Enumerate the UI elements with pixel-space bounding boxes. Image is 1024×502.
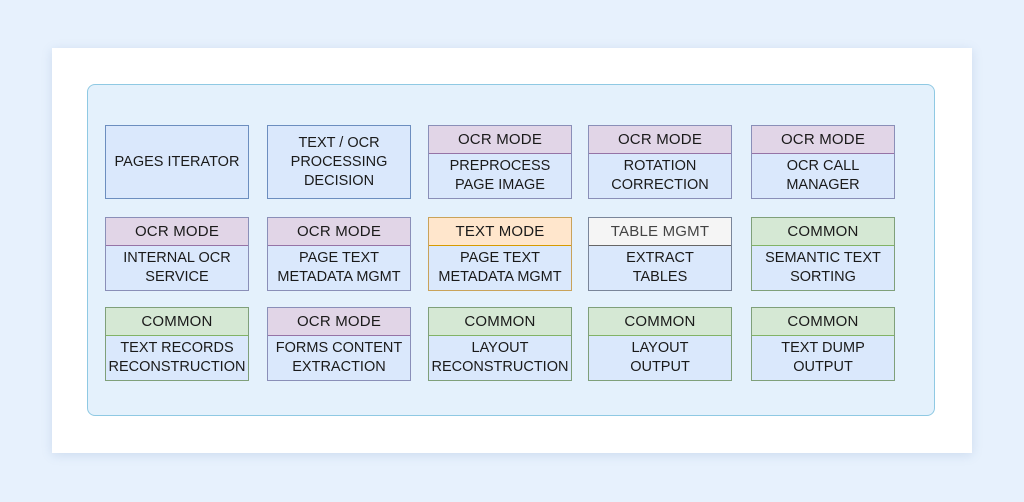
box-label: EXTRACT TABLES: [589, 246, 731, 290]
box-layout-reconstruction: COMMON LAYOUT RECONSTRUCTION: [428, 307, 572, 381]
box-label: INTERNAL OCR SERVICE: [106, 246, 248, 290]
box-label-line: PAGE TEXT: [459, 250, 541, 266]
box-header-ocr-mode: OCR MODE: [589, 126, 731, 154]
box-label-line: EXTRACTION: [292, 359, 386, 375]
box-label-line: PAGE IMAGE: [455, 177, 545, 193]
box-label: PAGES ITERATOR: [106, 126, 248, 198]
box-header-ocr-mode: OCR MODE: [752, 126, 894, 154]
diagram-panel: PAGES ITERATOR TEXT / OCR PROCESSING DEC…: [87, 84, 935, 416]
box-label-line: SEMANTIC TEXT: [765, 250, 881, 266]
box-label-line: LAYOUT: [631, 340, 689, 356]
box-label-line: CORRECTION: [611, 177, 709, 193]
box-pages-iterator: PAGES ITERATOR: [105, 125, 249, 199]
box-rotation-correction: OCR MODE ROTATION CORRECTION: [588, 125, 732, 199]
box-label: FORMS CONTENT EXTRACTION: [268, 336, 410, 380]
box-text-ocr-decision: TEXT / OCR PROCESSING DECISION: [267, 125, 411, 199]
box-header-ocr-mode: OCR MODE: [268, 308, 410, 336]
box-header-common: COMMON: [752, 218, 894, 246]
box-label-line: OCR CALL: [786, 158, 860, 174]
box-label-line: SORTING: [790, 269, 856, 285]
box-label-line: PREPROCESS: [449, 158, 551, 174]
box-ocr-call-manager: OCR MODE OCR CALL MANAGER: [751, 125, 895, 199]
box-header-common: COMMON: [589, 308, 731, 336]
box-label: SEMANTIC TEXT SORTING: [752, 246, 894, 290]
box-label-line: TEXT RECORDS: [120, 340, 234, 356]
box-forms-content-extraction: OCR MODE FORMS CONTENT EXTRACTION: [267, 307, 411, 381]
box-extract-tables: TABLE MGMT EXTRACT TABLES: [588, 217, 732, 291]
box-label-line: RECONSTRUCTION: [431, 359, 569, 375]
box-label-line: LAYOUT: [471, 340, 529, 356]
box-label: LAYOUT RECONSTRUCTION: [429, 336, 571, 380]
box-label-line: METADATA MGMT: [277, 269, 401, 285]
box-label-line: PROCESSING: [290, 153, 388, 170]
box-label: PAGE TEXT METADATA MGMT: [429, 246, 571, 290]
box-header-ocr-mode: OCR MODE: [268, 218, 410, 246]
box-label: TEXT / OCR PROCESSING DECISION: [268, 126, 410, 198]
box-header-common: COMMON: [106, 308, 248, 336]
box-label-line: PAGES ITERATOR: [114, 153, 240, 170]
box-label-line: TABLES: [632, 269, 688, 285]
box-page-text-metadata-ocr: OCR MODE PAGE TEXT METADATA MGMT: [267, 217, 411, 291]
box-label-line: ROTATION: [623, 158, 697, 174]
box-header-text-mode: TEXT MODE: [429, 218, 571, 246]
box-label: TEXT RECORDS RECONSTRUCTION: [106, 336, 248, 380]
box-text-records-reconstruction: COMMON TEXT RECORDS RECONSTRUCTION: [105, 307, 249, 381]
box-preprocess-page-image: OCR MODE PREPROCESS PAGE IMAGE: [428, 125, 572, 199]
box-label-line: EXTRACT: [626, 250, 694, 266]
box-label: PAGE TEXT METADATA MGMT: [268, 246, 410, 290]
box-header-table-mgmt: TABLE MGMT: [589, 218, 731, 246]
box-label-line: SERVICE: [145, 269, 209, 285]
box-label-line: FORMS CONTENT: [275, 340, 403, 356]
diagram-card: PAGES ITERATOR TEXT / OCR PROCESSING DEC…: [52, 48, 972, 453]
box-header-common: COMMON: [752, 308, 894, 336]
box-label-line: DECISION: [303, 172, 375, 189]
box-label-line: OUTPUT: [793, 359, 853, 375]
box-label-line: INTERNAL OCR: [123, 250, 231, 266]
box-label-line: TEXT DUMP: [781, 340, 865, 356]
box-label: ROTATION CORRECTION: [589, 154, 731, 198]
box-label: OCR CALL MANAGER: [752, 154, 894, 198]
box-header-ocr-mode: OCR MODE: [429, 126, 571, 154]
box-header-ocr-mode: OCR MODE: [106, 218, 248, 246]
box-semantic-text-sorting: COMMON SEMANTIC TEXT SORTING: [751, 217, 895, 291]
box-label-line: RECONSTRUCTION: [108, 359, 246, 375]
box-label-line: MANAGER: [786, 177, 860, 193]
box-label: LAYOUT OUTPUT: [589, 336, 731, 380]
box-label: TEXT DUMP OUTPUT: [752, 336, 894, 380]
box-label-line: OUTPUT: [630, 359, 690, 375]
box-text-dump-output: COMMON TEXT DUMP OUTPUT: [751, 307, 895, 381]
box-label-line: METADATA MGMT: [438, 269, 562, 285]
box-page-text-metadata-text: TEXT MODE PAGE TEXT METADATA MGMT: [428, 217, 572, 291]
box-internal-ocr-service: OCR MODE INTERNAL OCR SERVICE: [105, 217, 249, 291]
box-label-line: PAGE TEXT: [298, 250, 380, 266]
box-header-common: COMMON: [429, 308, 571, 336]
box-label-line: TEXT / OCR: [298, 134, 380, 151]
box-layout-output: COMMON LAYOUT OUTPUT: [588, 307, 732, 381]
box-label: PREPROCESS PAGE IMAGE: [429, 154, 571, 198]
